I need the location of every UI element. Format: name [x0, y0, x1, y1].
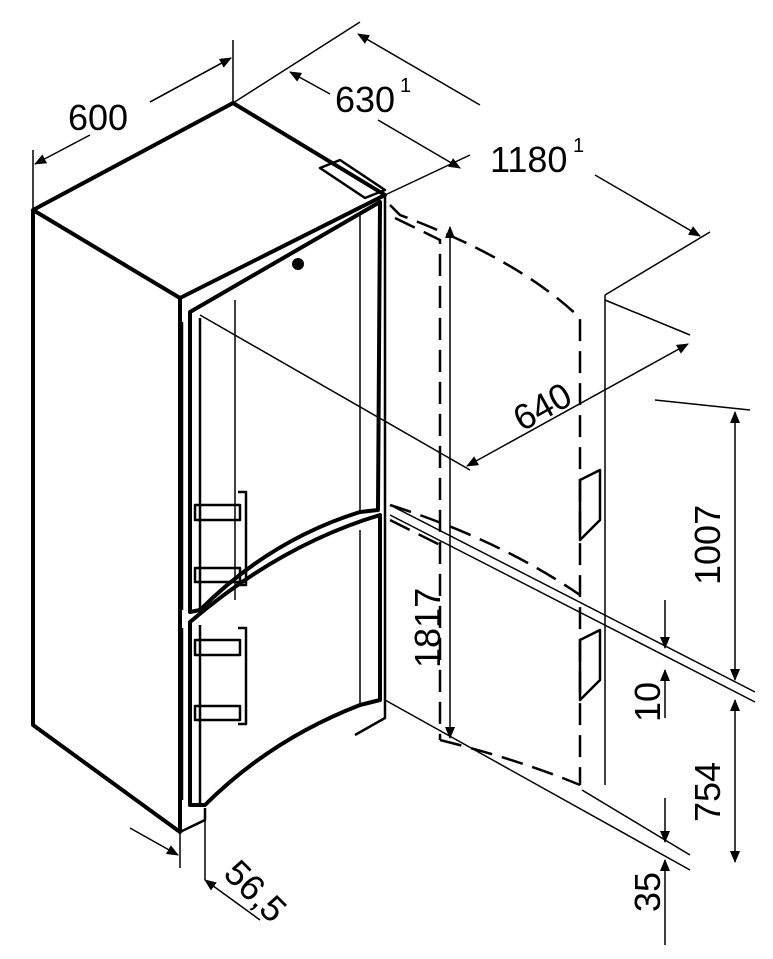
display-knob: [292, 258, 304, 270]
lower-section-label: 754: [687, 762, 728, 822]
niche-depth-label: 640: [506, 374, 578, 439]
hinge-top: [318, 158, 387, 200]
lower-handle: [193, 626, 248, 726]
height-label: 1817: [407, 588, 448, 668]
depth-note: 1: [400, 75, 411, 97]
depth-label: 630: [335, 79, 395, 120]
dimension-lines: [33, 21, 751, 945]
upper-door: [180, 200, 382, 614]
width-label: 600: [68, 97, 128, 138]
door-offset-label: 56,5: [216, 852, 295, 931]
depth-door-open-label: 1180: [490, 139, 567, 180]
open-door-outline: [389, 204, 602, 787]
upper-section-label: 1007: [687, 505, 728, 585]
upper-handle: [193, 490, 248, 587]
lower-door: [180, 513, 382, 807]
gap-label: 10: [627, 682, 668, 722]
plinth-label: 35: [627, 872, 668, 912]
fridge-body: [31, 101, 387, 834]
depth-door-open-note: 1: [573, 135, 584, 157]
